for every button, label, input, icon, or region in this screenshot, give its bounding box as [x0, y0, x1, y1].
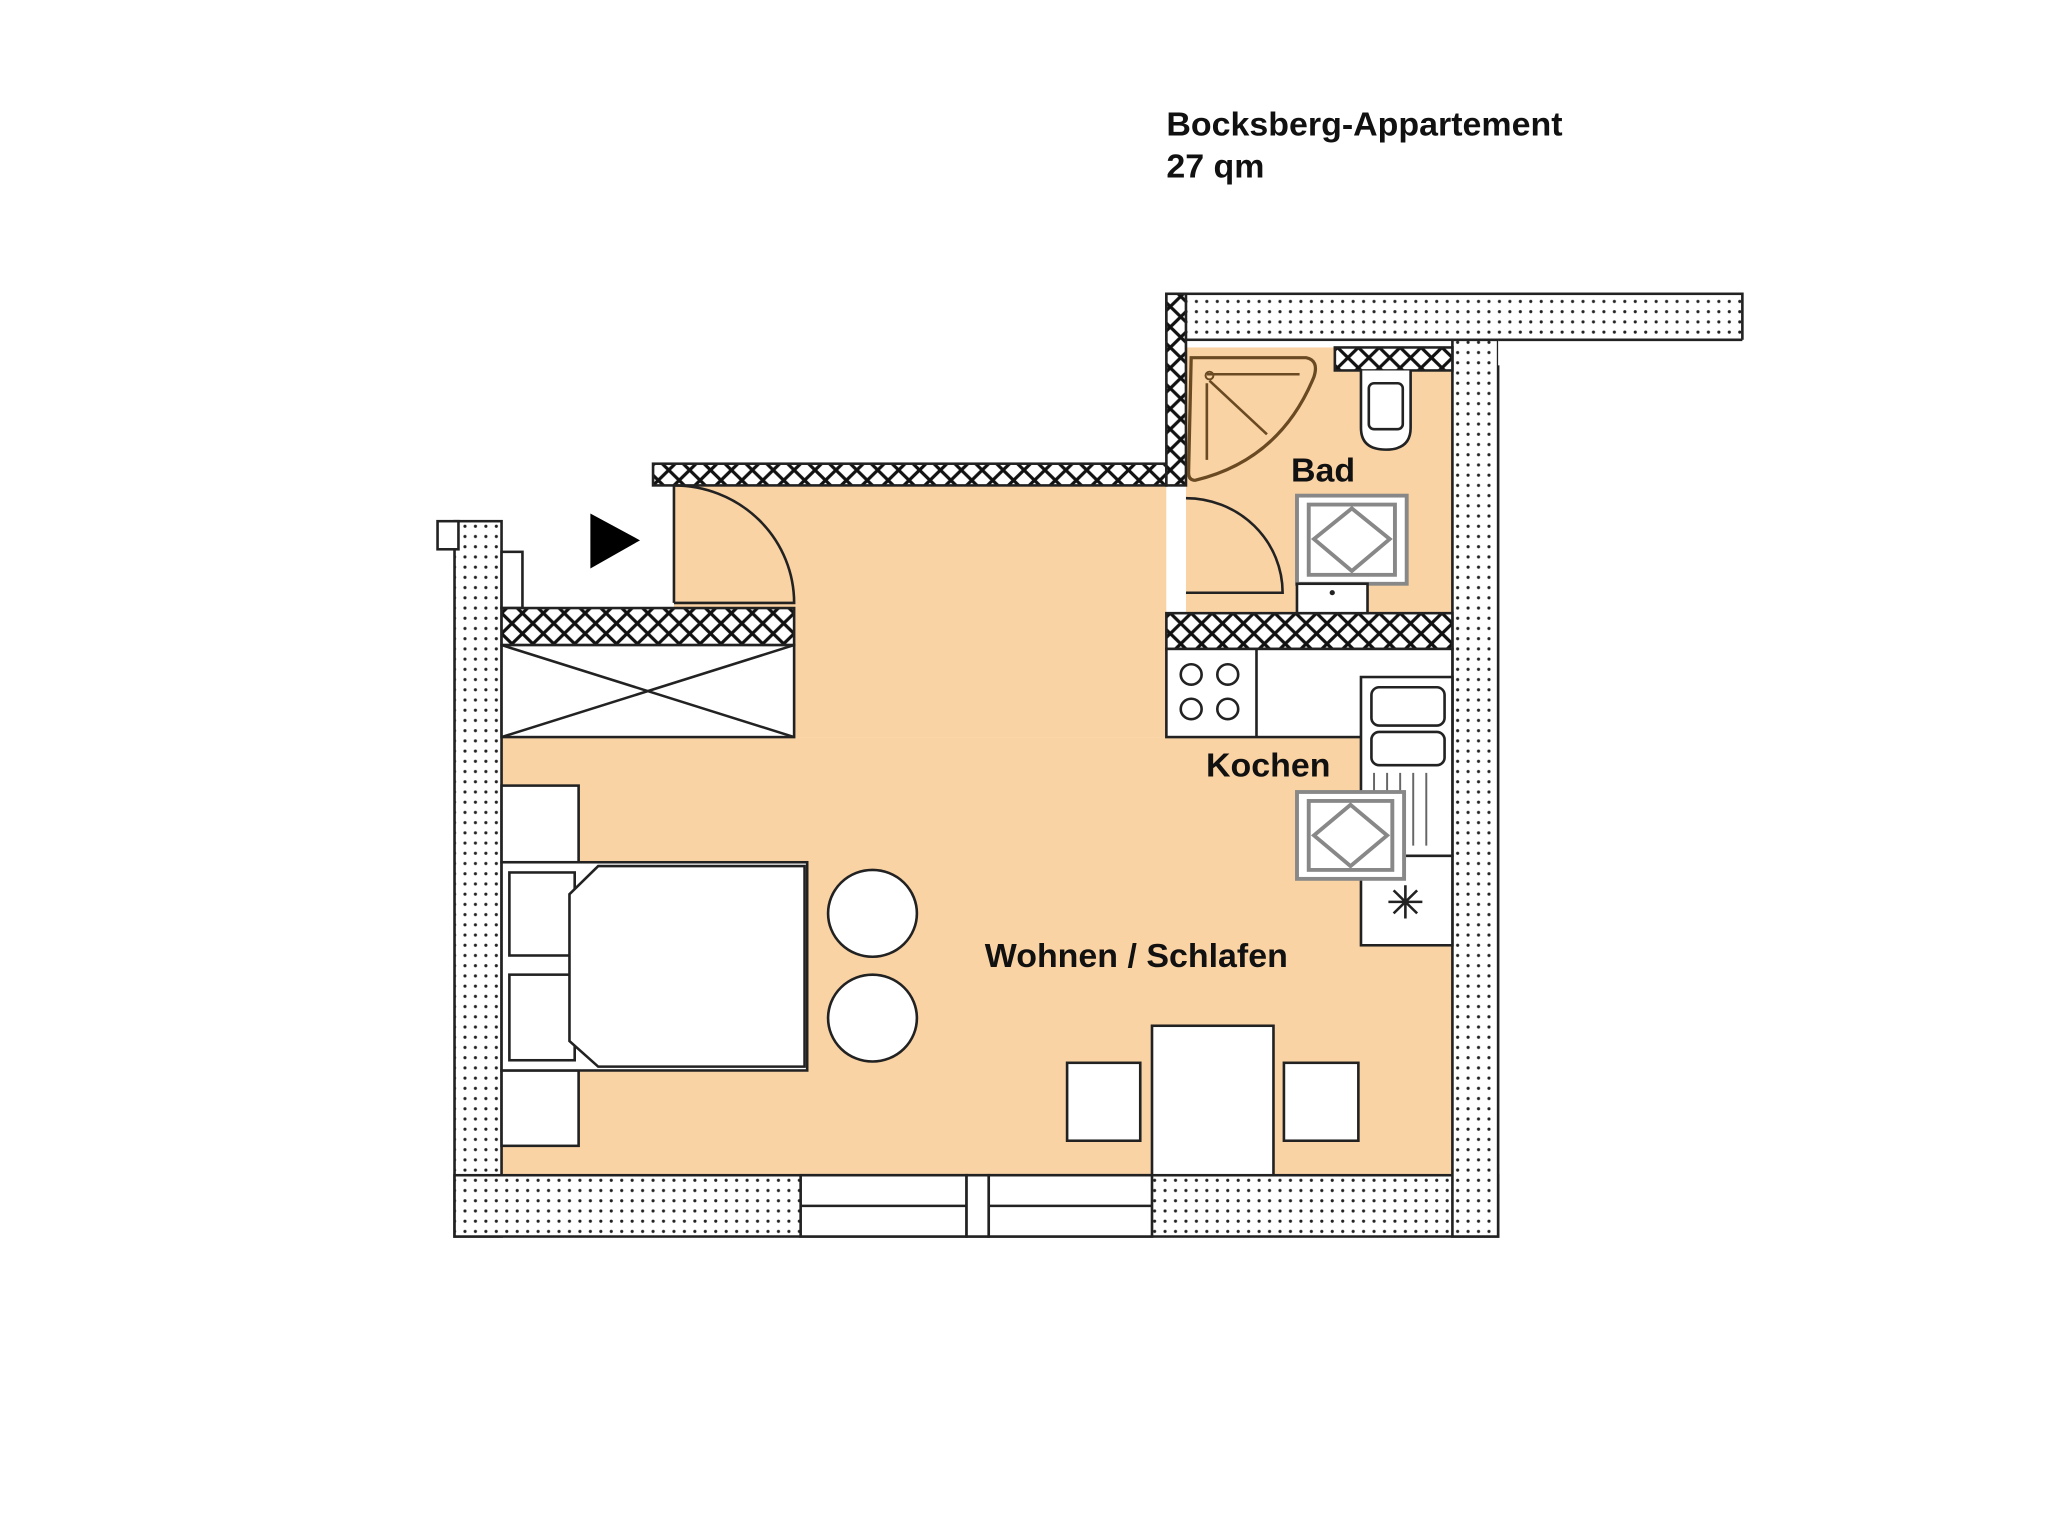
interior-walls: [500, 292, 1454, 651]
entrance-arrow-icon: [590, 513, 640, 569]
armchairs: [826, 868, 919, 1063]
bed: [500, 784, 809, 1148]
bath-door[interactable]: [1185, 496, 1284, 594]
title-area: 27 qm: [1166, 149, 1264, 186]
stove-icon: [1179, 662, 1240, 721]
entry-door[interactable]: [672, 484, 796, 605]
washing-machine-bath: [1295, 493, 1409, 615]
title-name: Bocksberg-Appartement: [1166, 107, 1562, 144]
room-label-living: Wohnen / Schlafen: [985, 938, 1288, 975]
wardrobe: [500, 643, 796, 739]
dining-table: [1065, 1024, 1360, 1177]
windows: [799, 1173, 1154, 1238]
shower: [1186, 356, 1318, 482]
room-label-kitchen: Kochen: [1206, 748, 1331, 785]
toilet-icon: [1359, 370, 1412, 451]
room-label-bath: Bad: [1291, 453, 1355, 490]
exterior-walls: [436, 292, 1747, 1238]
washing-machine-kitchen: [1295, 790, 1407, 881]
